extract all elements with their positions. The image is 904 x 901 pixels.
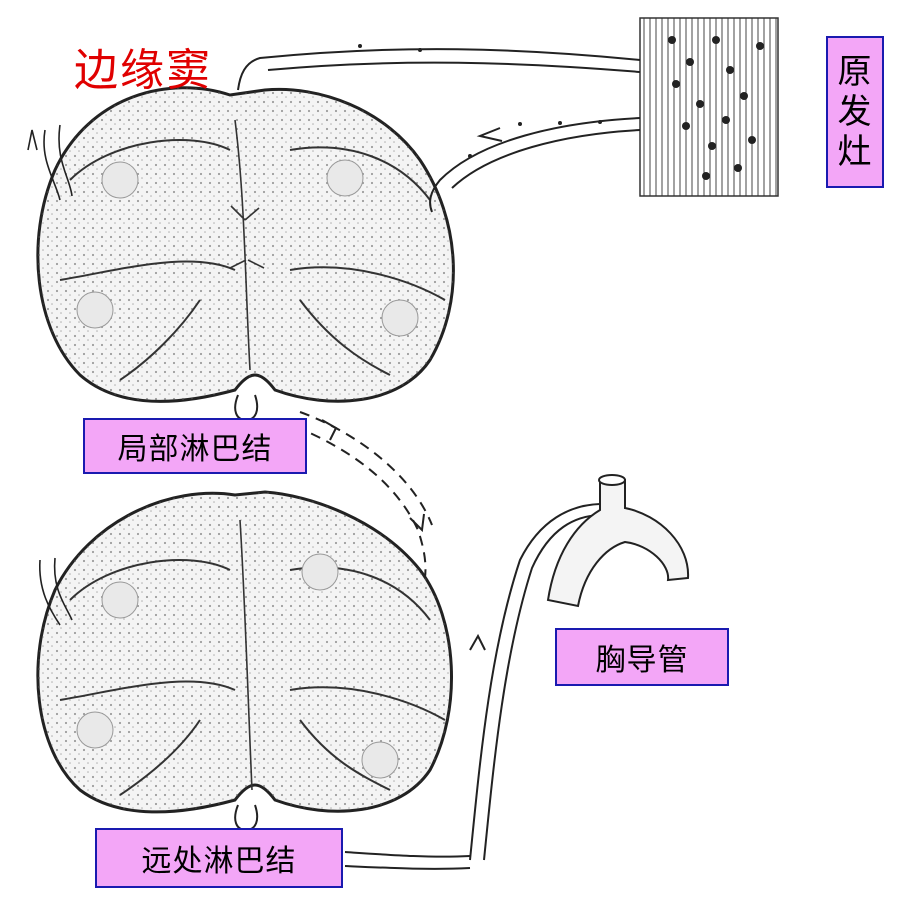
distant-lymph-node xyxy=(38,492,452,830)
thoracic-duct-label: 胸导管 xyxy=(555,628,729,686)
distant-lymph-node-label: 远处淋巴结 xyxy=(95,828,343,888)
primary-tumor-tissue xyxy=(640,18,778,196)
thoracic-duct-vessel xyxy=(548,475,688,606)
local-lymph-node-label: 局部淋巴结 xyxy=(83,418,307,474)
local-lymph-node xyxy=(38,88,454,420)
primary-focus-label: 原发灶 xyxy=(826,36,884,188)
marginal-sinus-label: 边缘窦 xyxy=(74,34,212,98)
